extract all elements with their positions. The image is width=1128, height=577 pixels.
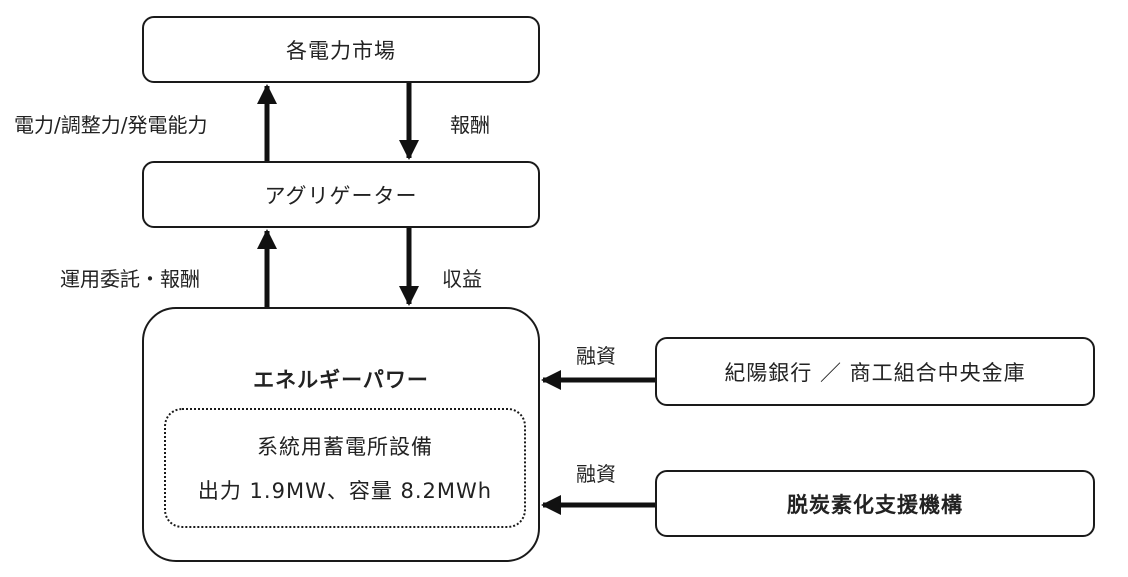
decarbonization-fund-label: 脱炭素化支援機構	[787, 492, 963, 517]
label-revenue: 収益	[442, 267, 482, 291]
label-reward-top: 報酬	[450, 113, 490, 137]
banks-box: 紀陽銀行 ／ 商工組合中央金庫	[655, 337, 1095, 406]
label-financing-fund: 融資	[576, 462, 616, 486]
storage-facility-name: 系統用蓄電所設備	[257, 435, 433, 459]
aggregator-box: アグリゲーター	[142, 161, 540, 228]
label-power-capacity: 電力/調整力/発電能力	[14, 113, 208, 137]
label-financing-banks: 融資	[576, 344, 616, 368]
label-operation-consignment: 運用委託・報酬	[60, 267, 200, 291]
electricity-market-label: 各電力市場	[286, 38, 396, 63]
energy-power-box	[142, 307, 540, 562]
storage-facility-spec: 出力 1.9MW、容量 8.2MWh	[197, 479, 493, 503]
energy-power-label: エネルギーパワー	[253, 368, 429, 392]
aggregator-label: アグリゲーター	[264, 183, 418, 208]
banks-label: 紀陽銀行 ／ 商工組合中央金庫	[724, 360, 1026, 385]
storage-facility-box: 系統用蓄電所設備 出力 1.9MW、容量 8.2MWh	[164, 408, 526, 528]
electricity-market-box: 各電力市場	[142, 16, 540, 83]
decarbonization-fund-box: 脱炭素化支援機構	[655, 470, 1095, 537]
